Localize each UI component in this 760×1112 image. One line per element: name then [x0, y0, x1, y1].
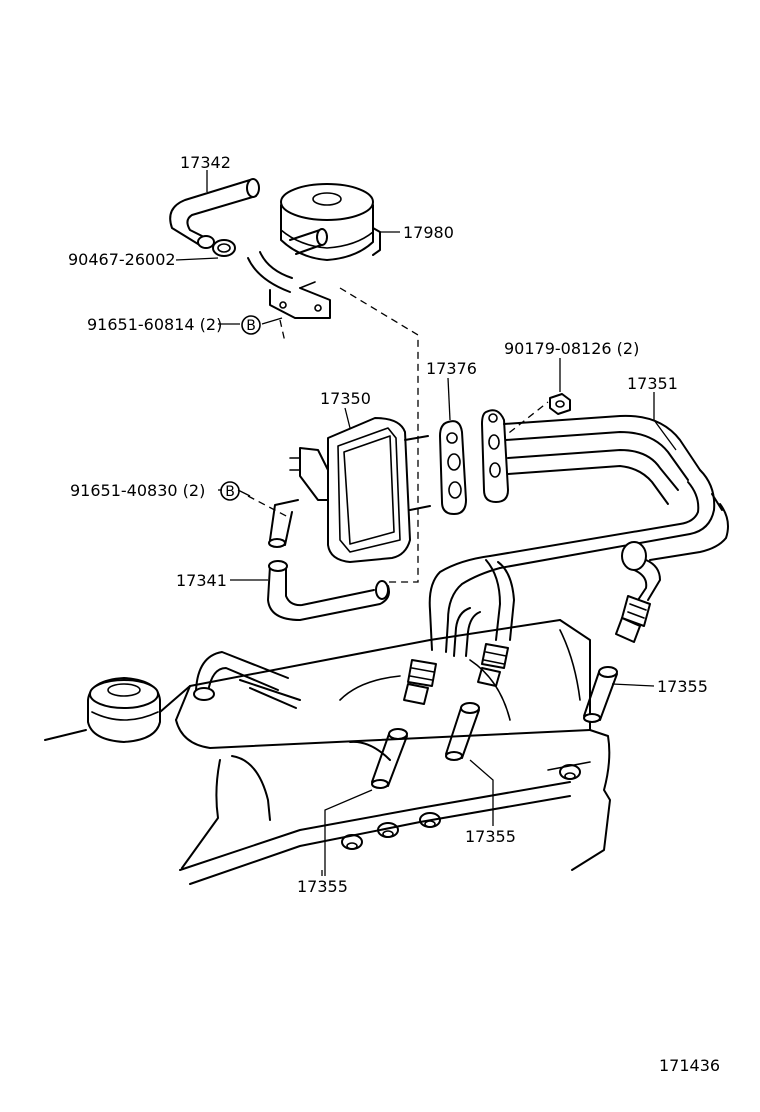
nut-90179-08126	[549, 393, 571, 415]
label-17355-right: 17355	[657, 677, 708, 696]
gasket-17376	[439, 420, 467, 515]
separator-17980	[280, 183, 381, 261]
valve-17350	[268, 417, 431, 563]
hose-17341	[267, 560, 390, 621]
fitting-left-1	[403, 659, 437, 705]
label-17342: 17342	[180, 153, 231, 172]
fitting-right	[615, 595, 651, 643]
label-17350: 17350	[320, 389, 371, 408]
bracket-assembly	[247, 251, 331, 319]
label-90179-08126: 90179-08126 (2)	[504, 339, 639, 358]
label-17980: 17980	[403, 223, 454, 242]
svg-text:B: B	[246, 318, 256, 334]
label-17351: 17351	[627, 374, 678, 393]
svg-text:B: B	[225, 484, 235, 500]
clamp-90467-26002	[212, 239, 236, 257]
leader-lines	[175, 170, 677, 876]
label-17355-left: 17355	[297, 877, 348, 896]
label-17341: 17341	[176, 571, 227, 590]
label-91651-60814: 91651-60814 (2)	[87, 315, 222, 334]
label-90467-26002: 90467-26002	[68, 250, 176, 269]
plug-17355-right	[583, 666, 618, 723]
marker-b-upper: B	[241, 315, 261, 335]
label-17355-mid: 17355	[465, 827, 516, 846]
marker-b-lower: B	[220, 481, 240, 501]
label-17376: 17376	[426, 359, 477, 378]
alignment-lines	[247, 287, 549, 583]
plug-17355-mid	[445, 702, 480, 761]
diagram-number: 171436	[659, 1056, 720, 1075]
cylinder-head	[44, 619, 611, 885]
label-91651-40830: 91651-40830 (2)	[70, 481, 205, 500]
plug-17355-left	[371, 728, 408, 789]
fitting-left-2	[477, 643, 509, 687]
hose-17342	[169, 178, 260, 249]
pipe-17351	[428, 409, 729, 657]
